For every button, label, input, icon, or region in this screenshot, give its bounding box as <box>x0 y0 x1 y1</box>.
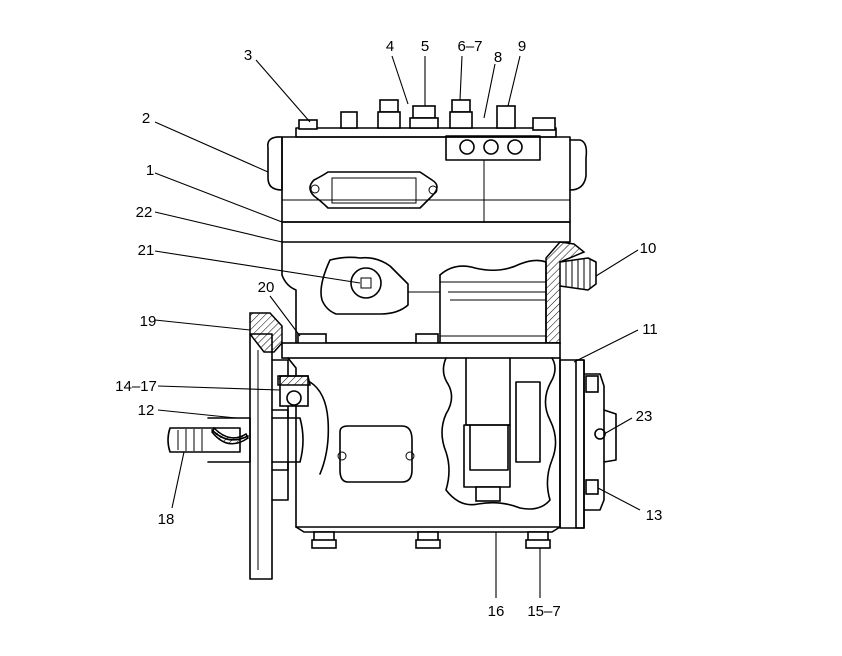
bottom-bolts <box>311 531 551 549</box>
callout-18: 18 <box>158 511 175 528</box>
callout-16: 16 <box>488 603 505 620</box>
callout-14-17: 14–17 <box>115 378 157 395</box>
cylinder-head <box>266 127 588 223</box>
callout-13: 13 <box>646 507 663 524</box>
callout-21: 21 <box>138 242 155 259</box>
leader-lines <box>154 55 641 598</box>
head-bolts <box>298 99 556 131</box>
callout-9: 9 <box>518 38 526 55</box>
callout-19: 19 <box>140 313 157 330</box>
callout-8: 8 <box>494 49 502 66</box>
callout-2: 2 <box>142 110 150 127</box>
callout-6-7: 6–7 <box>457 38 482 55</box>
callout-5: 5 <box>421 38 429 55</box>
callout-1: 1 <box>146 162 154 179</box>
drive-shaft <box>167 409 304 471</box>
callout-22: 22 <box>136 204 153 221</box>
callout-15-7: 15–7 <box>527 603 560 620</box>
cylinder-block <box>281 221 597 344</box>
callout-11: 11 <box>642 321 658 338</box>
callout-4: 4 <box>386 38 394 55</box>
crankcase <box>277 357 617 533</box>
callout-20: 20 <box>258 279 275 296</box>
callout-10: 10 <box>640 240 657 257</box>
callout-3: 3 <box>244 47 252 64</box>
callout-labels: 3 2 1 22 21 20 19 14–17 12 18 4 5 6–7 8 … <box>115 38 662 620</box>
mounting-flange <box>249 312 561 580</box>
callout-12: 12 <box>138 402 155 419</box>
callout-23: 23 <box>636 408 653 425</box>
